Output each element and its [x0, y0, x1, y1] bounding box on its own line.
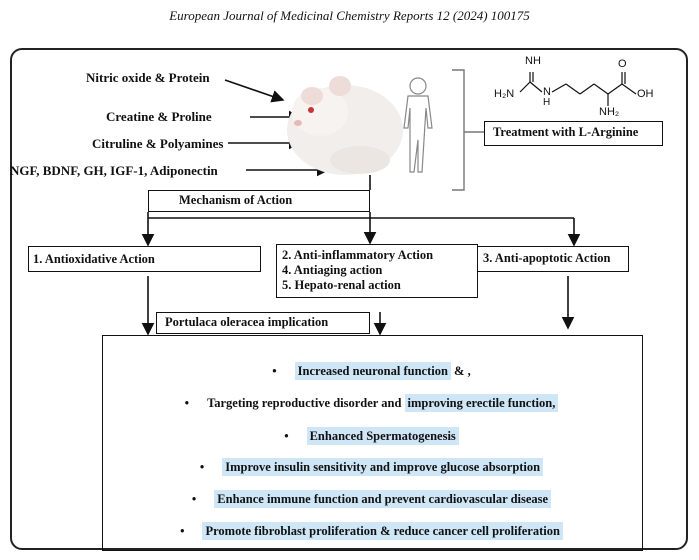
treatment-box: Treatment with L-Arginine — [484, 121, 663, 146]
mol-h2n: H₂N — [494, 88, 515, 100]
outcome-row: •Enhanced Spermatogenesis — [102, 427, 641, 445]
outcome-row: •Enhance immune function and prevent car… — [102, 490, 641, 508]
mechanism-box: Mechanism of Action — [148, 190, 370, 212]
inflammatory-line-3: 5. Hepato-renal action — [282, 278, 401, 292]
arrow-nitric — [224, 79, 285, 103]
inflammatory-line-2: 4. Antiaging action — [282, 263, 383, 277]
apoptotic-box: 3. Anti-apoptotic Action — [477, 246, 629, 272]
outcome-row: •Targeting reproductive disorder and imp… — [102, 394, 641, 412]
label-citruline: Citruline & Polyamines — [92, 136, 224, 151]
mol-nh: NH — [525, 55, 541, 67]
mol-h: H — [543, 97, 551, 108]
portulaca-box: Portulaca oleracea implication — [156, 312, 370, 334]
journal-header: European Journal of Medicinal Chemistry … — [169, 8, 530, 23]
mol-nh2: NH₂ — [599, 106, 620, 118]
label-nitric-oxide: Nitric oxide & Protein — [86, 70, 210, 85]
human-silhouette-icon — [403, 77, 433, 173]
outcome-row: •Improve insulin sensitivity and improve… — [102, 458, 641, 476]
bracket — [452, 69, 465, 191]
outcome-row: •Promote fibroblast proliferation & redu… — [102, 522, 641, 540]
outcome-row: •Increased neuronal function & , — [272, 362, 471, 380]
mol-n: N — [543, 86, 551, 98]
rat-image — [287, 76, 403, 175]
outcomes-box — [102, 335, 643, 551]
diagram-frame — [10, 48, 688, 550]
label-creatine: Creatine & Proline — [106, 109, 212, 124]
antioxidative-box: 1. Antioxidative Action — [28, 246, 261, 272]
mol-oh: OH — [637, 88, 654, 100]
l-arginine-structure — [519, 72, 637, 106]
mol-o: O — [618, 58, 627, 70]
inflammatory-box: 2. Anti-inflammatory Action 4. Antiaging… — [276, 244, 478, 298]
inflammatory-line-1: 2. Anti-inflammatory Action — [282, 248, 434, 262]
label-ngf: NGF, BDNF, GH, IGF-1, Adiponectin — [10, 163, 218, 178]
